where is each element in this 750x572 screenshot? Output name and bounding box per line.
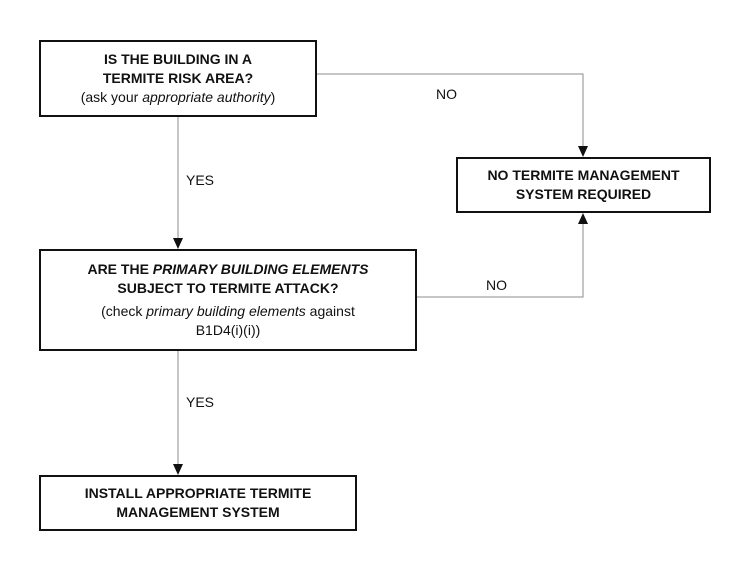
decision-primary-elements-line1: ARE THE PRIMARY BUILDING ELEMENTS	[87, 261, 369, 277]
decision-primary-elements-subject: ARE THE PRIMARY BUILDING ELEMENTS SUBJEC…	[39, 249, 417, 351]
connector-q2-no	[416, 222, 584, 298]
outcome-no-system-required: NO TERMITE MANAGEMENT SYSTEM REQUIRED	[456, 157, 711, 213]
outcome-install-system: INSTALL APPROPRIATE TERMITE MANAGEMENT S…	[39, 475, 357, 531]
arrowhead-q2-yes	[173, 464, 183, 475]
edge-label-q2-no: NO	[486, 277, 507, 293]
edge-label-q1-no: NO	[436, 86, 457, 102]
edge-label-q2-yes: YES	[186, 394, 215, 410]
outcome-install-system-line1: INSTALL APPROPRIATE TERMITE	[84, 485, 312, 501]
arrowhead-q1-yes	[173, 238, 183, 249]
connector-q1-no	[316, 73, 584, 149]
edge-label-q1-yes: YES	[186, 172, 215, 188]
outcome-no-system-required-line1: NO TERMITE MANAGEMENT	[487, 167, 680, 183]
decision-termite-risk-area: IS THE BUILDING IN A TERMITE RISK AREA? …	[39, 40, 317, 117]
outcome-no-system-required-line2: SYSTEM REQUIRED	[515, 186, 652, 202]
decision-primary-elements-line2: SUBJECT TO TERMITE ATTACK?	[117, 280, 339, 296]
decision-termite-risk-area-note: (ask your appropriate authority)	[80, 89, 276, 105]
arrowhead-q2-no	[578, 213, 588, 224]
decision-primary-elements-note-line2: B1D4(i)(i))	[195, 322, 261, 338]
decision-termite-risk-area-line1: IS THE BUILDING IN A	[103, 51, 253, 67]
arrowhead-q1-no	[578, 146, 588, 157]
decision-termite-risk-area-line2: TERMITE RISK AREA?	[102, 70, 254, 86]
decision-primary-elements-note: (check primary building elements against	[101, 303, 355, 319]
outcome-install-system-line2: MANAGEMENT SYSTEM	[116, 504, 280, 520]
